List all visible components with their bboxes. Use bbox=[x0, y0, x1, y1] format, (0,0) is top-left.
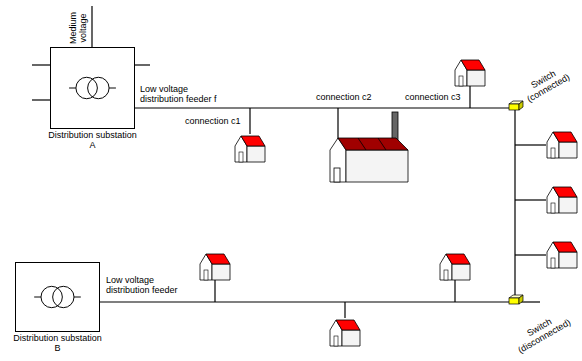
wires bbox=[32, 6, 546, 318]
substation-label: Distribution substation B bbox=[10, 333, 106, 354]
house bbox=[440, 254, 470, 280]
substation-box: Distribution substation A bbox=[50, 47, 135, 129]
house bbox=[200, 254, 230, 280]
voltage-label: Medium voltage bbox=[68, 9, 89, 47]
switch-symbol bbox=[509, 101, 523, 110]
house bbox=[547, 242, 577, 268]
house bbox=[330, 320, 360, 346]
connection-label: connection c3 bbox=[405, 92, 461, 102]
feeder-line bbox=[100, 108, 515, 302]
connection-label: connection c2 bbox=[316, 92, 372, 102]
switch-symbol bbox=[509, 295, 523, 304]
house bbox=[547, 187, 577, 213]
feeder-label: Low voltage distribution feeder bbox=[106, 275, 188, 296]
house-c1 bbox=[235, 136, 265, 162]
factory-c2 bbox=[330, 112, 408, 182]
substation-label: Distribution substation A bbox=[45, 130, 141, 151]
feeder-label: Low voltage distribution feeder f bbox=[140, 84, 232, 105]
connection-label: connection c1 bbox=[185, 116, 241, 126]
substation-box: Distribution substation B bbox=[15, 262, 100, 332]
switch-label: Switch (connected) bbox=[519, 63, 573, 106]
house bbox=[547, 132, 577, 158]
transformer-symbol bbox=[16, 263, 99, 331]
house-c3 bbox=[455, 60, 485, 86]
transformer-symbol bbox=[51, 48, 134, 128]
switch-label: Switch (disconnected) bbox=[510, 308, 574, 357]
